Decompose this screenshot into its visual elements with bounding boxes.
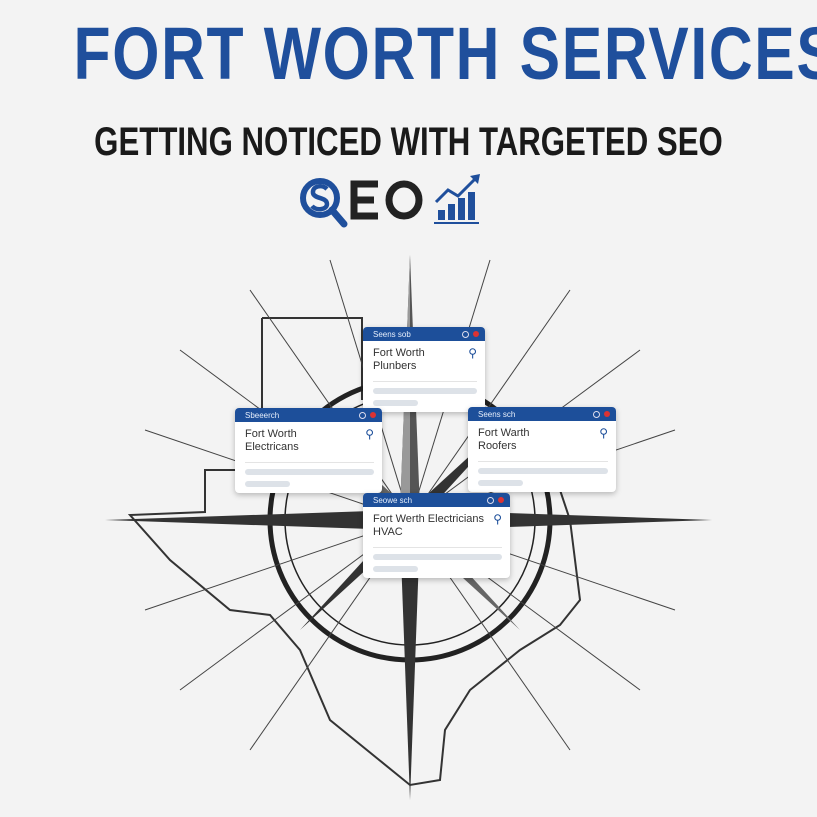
- card-bar-label: Sbeeerch: [245, 410, 280, 420]
- card-titlebar: Seens sob: [363, 327, 485, 341]
- search-query[interactable]: Fort Warth Roofers: [478, 427, 530, 452]
- minimize-icon[interactable]: [593, 410, 600, 418]
- close-icon[interactable]: [473, 331, 479, 337]
- minimize-icon[interactable]: [487, 496, 494, 504]
- card-bar-label: Seens sob: [373, 329, 411, 339]
- search-icon[interactable]: ⚲: [468, 346, 477, 360]
- card-bar-label: Seens sch: [478, 409, 516, 419]
- card-bar-label: Seowe sch: [373, 495, 413, 505]
- bar-chart-arrow-icon: [434, 174, 480, 224]
- texas-outline: [127, 317, 582, 787]
- search-card-plumbers[interactable]: Seens sob Fort Worth Plunbers ⚲: [363, 327, 485, 412]
- page-subtitle: GETTING NOTICED WITH TARGETED SEO: [94, 120, 723, 164]
- minimize-icon[interactable]: [462, 330, 469, 338]
- card-titlebar: Seowe sch: [363, 493, 510, 507]
- minimize-icon[interactable]: [359, 411, 366, 419]
- logo-eo-letters: [350, 180, 423, 220]
- search-query[interactable]: Fort Worth Plunbers: [373, 347, 425, 372]
- seo-logo: [300, 174, 480, 228]
- search-card-electricians[interactable]: Sbeeerch Fort Worth Electricans ⚲: [235, 408, 382, 493]
- close-icon[interactable]: [604, 411, 610, 417]
- card-titlebar: Sbeeerch: [235, 408, 382, 422]
- search-icon[interactable]: ⚲: [365, 427, 374, 441]
- search-icon[interactable]: ⚲: [493, 512, 502, 526]
- card-titlebar: Seens sch: [468, 407, 616, 421]
- close-icon[interactable]: [498, 497, 504, 503]
- magnifier-icon: [300, 178, 348, 228]
- search-card-hvac[interactable]: Seowe sch Fort Werth Electricians HVAC ⚲: [363, 493, 510, 578]
- close-icon[interactable]: [370, 412, 376, 418]
- search-card-roofers[interactable]: Seens sch Fort Warth Roofers ⚲: [468, 407, 616, 492]
- search-query[interactable]: Fort Werth Electricians HVAC: [373, 513, 485, 538]
- search-query[interactable]: Fort Worth Electricans: [245, 428, 299, 453]
- page-title: FORT WORTH SERVICES: [73, 12, 817, 95]
- search-icon[interactable]: ⚲: [599, 426, 608, 440]
